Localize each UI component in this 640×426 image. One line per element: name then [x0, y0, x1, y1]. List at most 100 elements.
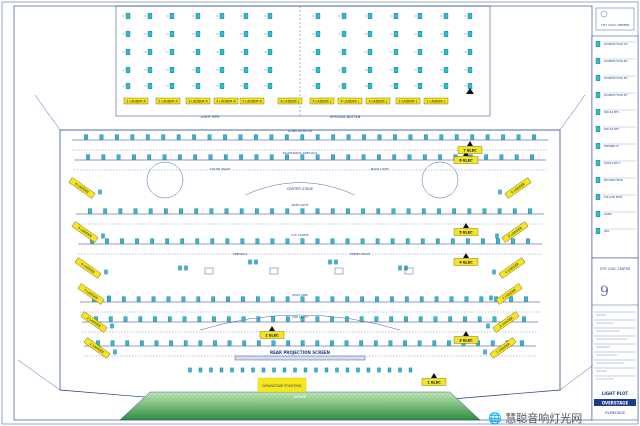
side-ladder: 4 LADDER	[74, 257, 102, 279]
elec-label: 4 ELEC	[459, 260, 473, 264]
instrument	[495, 233, 499, 239]
instrument	[256, 316, 261, 322]
instrument	[360, 238, 365, 244]
instrument	[125, 67, 131, 73]
instrument	[270, 208, 274, 214]
instrument	[140, 340, 144, 346]
ladder-label: 5 LADDER L	[313, 100, 332, 104]
ladder-tag	[337, 97, 363, 105]
instrument	[330, 208, 335, 214]
instrument	[328, 259, 332, 265]
instrument	[393, 83, 399, 89]
pipe-note: FRONT WASH	[350, 252, 370, 256]
instrument	[254, 259, 258, 265]
legend-label: PAR 64 MFL	[604, 110, 620, 114]
instrument	[261, 367, 266, 373]
instrument	[178, 265, 182, 271]
instrument	[181, 296, 186, 302]
instrument	[393, 31, 399, 37]
instrument	[243, 49, 249, 55]
instrument	[514, 154, 519, 160]
instrument	[219, 67, 225, 73]
ladder-tag	[155, 97, 181, 105]
instrument	[219, 367, 224, 373]
instrument	[498, 189, 502, 195]
instrument	[105, 238, 109, 244]
side-ladder: 5 LADDER	[501, 221, 529, 243]
instrument	[180, 238, 185, 244]
instrument	[303, 367, 308, 373]
instrument	[595, 92, 601, 98]
instrument	[595, 75, 601, 81]
instrument	[366, 367, 371, 373]
side-ladder: 6 LADDER	[68, 177, 96, 199]
instrument	[330, 316, 334, 322]
pipe-note: TOP LIGHT	[291, 315, 308, 319]
instrument	[254, 154, 259, 160]
ladder-label: 3 LADDER R	[188, 100, 208, 104]
instrument	[595, 177, 601, 183]
cyc-circle-right	[421, 161, 459, 199]
elec-label: 5 ELEC	[459, 230, 473, 234]
instrument	[226, 316, 231, 322]
instrument	[147, 49, 153, 55]
instrument	[125, 49, 131, 55]
instrument	[271, 340, 276, 346]
instrument	[424, 134, 428, 140]
cyc-arc-label: CENTER STAGE	[287, 187, 314, 191]
instrument	[256, 340, 261, 346]
instrument	[164, 208, 168, 214]
instrument	[485, 134, 490, 140]
instrument	[101, 154, 106, 160]
instrument	[120, 238, 124, 244]
instrument	[315, 208, 320, 214]
instrument	[115, 134, 119, 140]
instrument	[490, 340, 495, 346]
instrument	[595, 160, 601, 166]
instrument	[147, 31, 153, 37]
ladder-label: 2 LADDER R	[158, 100, 178, 104]
instrument	[243, 83, 249, 89]
instrument	[483, 349, 487, 355]
instrument	[223, 154, 228, 160]
instrument	[367, 31, 373, 37]
instrument	[219, 31, 225, 37]
instrument	[595, 211, 601, 217]
instrument	[211, 296, 216, 302]
instrument	[443, 83, 449, 89]
instrument	[184, 265, 188, 271]
instrument	[165, 238, 170, 244]
instrument	[285, 154, 289, 160]
upstage-batten-label: UPSTAGE BATTEN	[330, 115, 361, 119]
screen-label: REAR PROJECTION SCREEN	[270, 350, 330, 355]
titleblock-logo-mark: 9	[600, 284, 609, 300]
instrument	[118, 208, 123, 214]
instrument	[98, 189, 102, 195]
instrument	[481, 238, 485, 244]
instrument	[135, 238, 139, 244]
instrument	[443, 31, 449, 37]
instrument	[417, 83, 423, 89]
instrument	[195, 31, 201, 37]
instrument	[482, 208, 487, 214]
legend-label: FRESNEL 8"	[604, 144, 619, 148]
instrument	[219, 83, 225, 89]
instrument	[404, 316, 408, 322]
instrument	[239, 208, 244, 214]
instrument	[367, 67, 373, 73]
instrument	[269, 134, 274, 140]
instrument	[123, 316, 128, 322]
instrument	[300, 238, 305, 244]
pipe-note: BACK LIGHT	[371, 167, 389, 171]
instrument	[417, 67, 423, 73]
instrument	[467, 208, 472, 214]
instrument	[107, 295, 111, 301]
instrument	[438, 154, 442, 160]
instrument	[452, 208, 456, 214]
instrument	[147, 67, 153, 73]
instrument	[595, 109, 601, 115]
instrument	[136, 296, 141, 302]
instrument	[248, 259, 252, 265]
